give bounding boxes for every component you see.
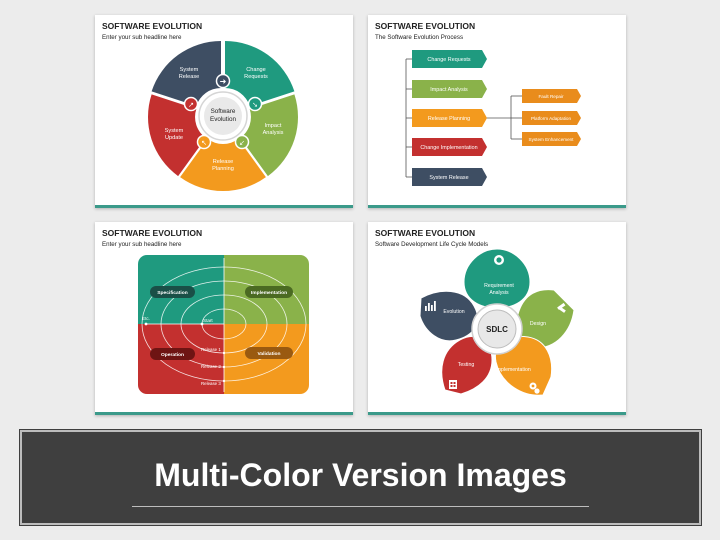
segment-system-release bbox=[151, 41, 221, 106]
pill-operation bbox=[150, 348, 195, 360]
start-label: Start bbox=[203, 318, 213, 323]
arrow-icon: ➘ bbox=[252, 102, 258, 109]
segment-label: Planning bbox=[212, 166, 234, 172]
slide-title: SOFTWARE EVOLUTION bbox=[375, 228, 476, 238]
petal-label: Design bbox=[530, 321, 546, 327]
slide-title: SOFTWARE EVOLUTION bbox=[102, 21, 203, 31]
segment-label: Release bbox=[179, 74, 200, 80]
banner-title: Multi-Color Version Images bbox=[154, 457, 567, 493]
slide-thumbnail-3[interactable]: SOFTWARE EVOLUTION Enter your sub headli… bbox=[95, 222, 353, 415]
branch-system-enhancement bbox=[522, 132, 581, 146]
release-label: Release 2 bbox=[201, 364, 221, 369]
branch-platform-adaptation bbox=[522, 111, 581, 125]
step-change-implementation bbox=[412, 138, 487, 156]
branch-label: Platform Adaptation bbox=[531, 116, 572, 121]
petal-label: Evolution bbox=[443, 309, 464, 315]
step-label: Impact Analysis bbox=[430, 87, 468, 93]
branch-label: Fault Repair bbox=[538, 94, 563, 99]
segment-label: Change bbox=[246, 67, 266, 73]
gears-icon bbox=[529, 382, 540, 394]
pill-label: Specification bbox=[157, 290, 187, 296]
calculator-icon bbox=[449, 380, 457, 389]
segment-label: System bbox=[165, 128, 184, 134]
arrow-icon: ↗ bbox=[188, 102, 194, 109]
petal-label: Testing bbox=[458, 362, 475, 368]
arrow-badge bbox=[215, 73, 231, 89]
slide-thumbnail-1[interactable]: SOFTWARE EVOLUTION Enter your sub headli… bbox=[95, 15, 353, 208]
step-change-requests bbox=[412, 50, 487, 68]
slide-subtitle: The Software Evolution Process bbox=[375, 34, 464, 41]
process-flow-diagram: Change Requests Impact Analysis Release … bbox=[405, 50, 581, 186]
segment-label: Impact bbox=[265, 123, 282, 129]
petal-label: Implementation bbox=[495, 367, 531, 373]
bar-chart-icon bbox=[425, 301, 436, 311]
step-label: System Release bbox=[429, 175, 468, 181]
banner-divider bbox=[132, 506, 589, 507]
marker-dot bbox=[222, 379, 226, 383]
pill-validation bbox=[245, 347, 293, 359]
center-label: Evolution bbox=[210, 116, 236, 123]
arrow-badge bbox=[183, 96, 199, 112]
tools-icon bbox=[557, 302, 566, 313]
version-banner: Multi-Color Version Images bbox=[19, 429, 702, 526]
segment-label: Release bbox=[213, 159, 234, 165]
arrow-icon: ↖ bbox=[201, 140, 207, 147]
release-label: Release 3 bbox=[201, 381, 221, 386]
marker-dot bbox=[222, 365, 226, 369]
arrow-badge bbox=[234, 134, 250, 150]
segment-impact-analysis bbox=[240, 94, 298, 177]
pill-implementation bbox=[245, 286, 293, 298]
arrow-badge bbox=[196, 134, 212, 150]
step-label: Release Planning bbox=[428, 116, 470, 122]
step-label: Change Requests bbox=[427, 57, 470, 63]
marker-dot bbox=[222, 351, 226, 355]
etc-label: Etc. bbox=[142, 316, 150, 321]
arrow-badge bbox=[247, 96, 263, 112]
slide-subtitle: Enter your sub headline here bbox=[102, 241, 182, 248]
segment-label: Update bbox=[165, 135, 183, 141]
step-release-planning bbox=[412, 109, 487, 127]
spiral-model-diagram: Specification Implementation Operation V… bbox=[138, 255, 309, 394]
petal-label: Analysis bbox=[489, 290, 509, 296]
axes bbox=[145, 258, 225, 392]
segment-release-planning bbox=[180, 139, 266, 192]
pill-label: Implementation bbox=[251, 290, 287, 296]
step-label: Change Implementation bbox=[420, 145, 477, 151]
center-label: Software bbox=[211, 108, 236, 115]
slide-title: SOFTWARE EVOLUTION bbox=[102, 228, 203, 238]
sdlc-petal-diagram: SDLC Requirement Analysis Design Impleme… bbox=[419, 248, 575, 396]
slide-subtitle: Enter your sub headline here bbox=[102, 34, 182, 41]
sdlc-label: SDLC bbox=[486, 325, 508, 334]
segment-label: Analysis bbox=[263, 130, 284, 136]
arrow-icon: ↙ bbox=[239, 140, 245, 147]
slide-subtitle: Software Development Life Cycle Models bbox=[375, 241, 489, 248]
slide-thumbnail-4[interactable]: SOFTWARE EVOLUTION Software Development … bbox=[368, 222, 626, 415]
step-impact-analysis bbox=[412, 80, 487, 98]
branch-fault-repair bbox=[522, 89, 581, 103]
pill-label: Operation bbox=[161, 352, 184, 358]
branch-label: System Enhancement bbox=[529, 137, 575, 142]
cycle-diagram: Software Evolution ➜ ➘ ↙ ↖ ↗ System Rele… bbox=[148, 41, 298, 192]
pill-specification bbox=[150, 286, 195, 298]
connector-lines bbox=[405, 58, 522, 178]
marker-dot bbox=[200, 322, 204, 326]
arrow-right-icon: ➜ bbox=[220, 77, 227, 86]
segment-label: System bbox=[180, 67, 199, 73]
slide-thumbnail-2[interactable]: SOFTWARE EVOLUTION The Software Evolutio… bbox=[368, 15, 626, 208]
sdlc-center bbox=[477, 309, 517, 349]
petal-evolution bbox=[419, 290, 479, 342]
segment-system-update bbox=[148, 94, 206, 177]
slide-title: SOFTWARE EVOLUTION bbox=[375, 21, 476, 31]
step-system-release bbox=[412, 168, 487, 186]
marker-dot bbox=[144, 322, 148, 326]
petal-label: Requirement bbox=[484, 283, 514, 289]
pill-label: Validation bbox=[257, 351, 280, 357]
release-label: Release 1 bbox=[201, 347, 221, 352]
segment-label: Requests bbox=[244, 74, 268, 80]
segment-change-requests bbox=[225, 41, 295, 106]
